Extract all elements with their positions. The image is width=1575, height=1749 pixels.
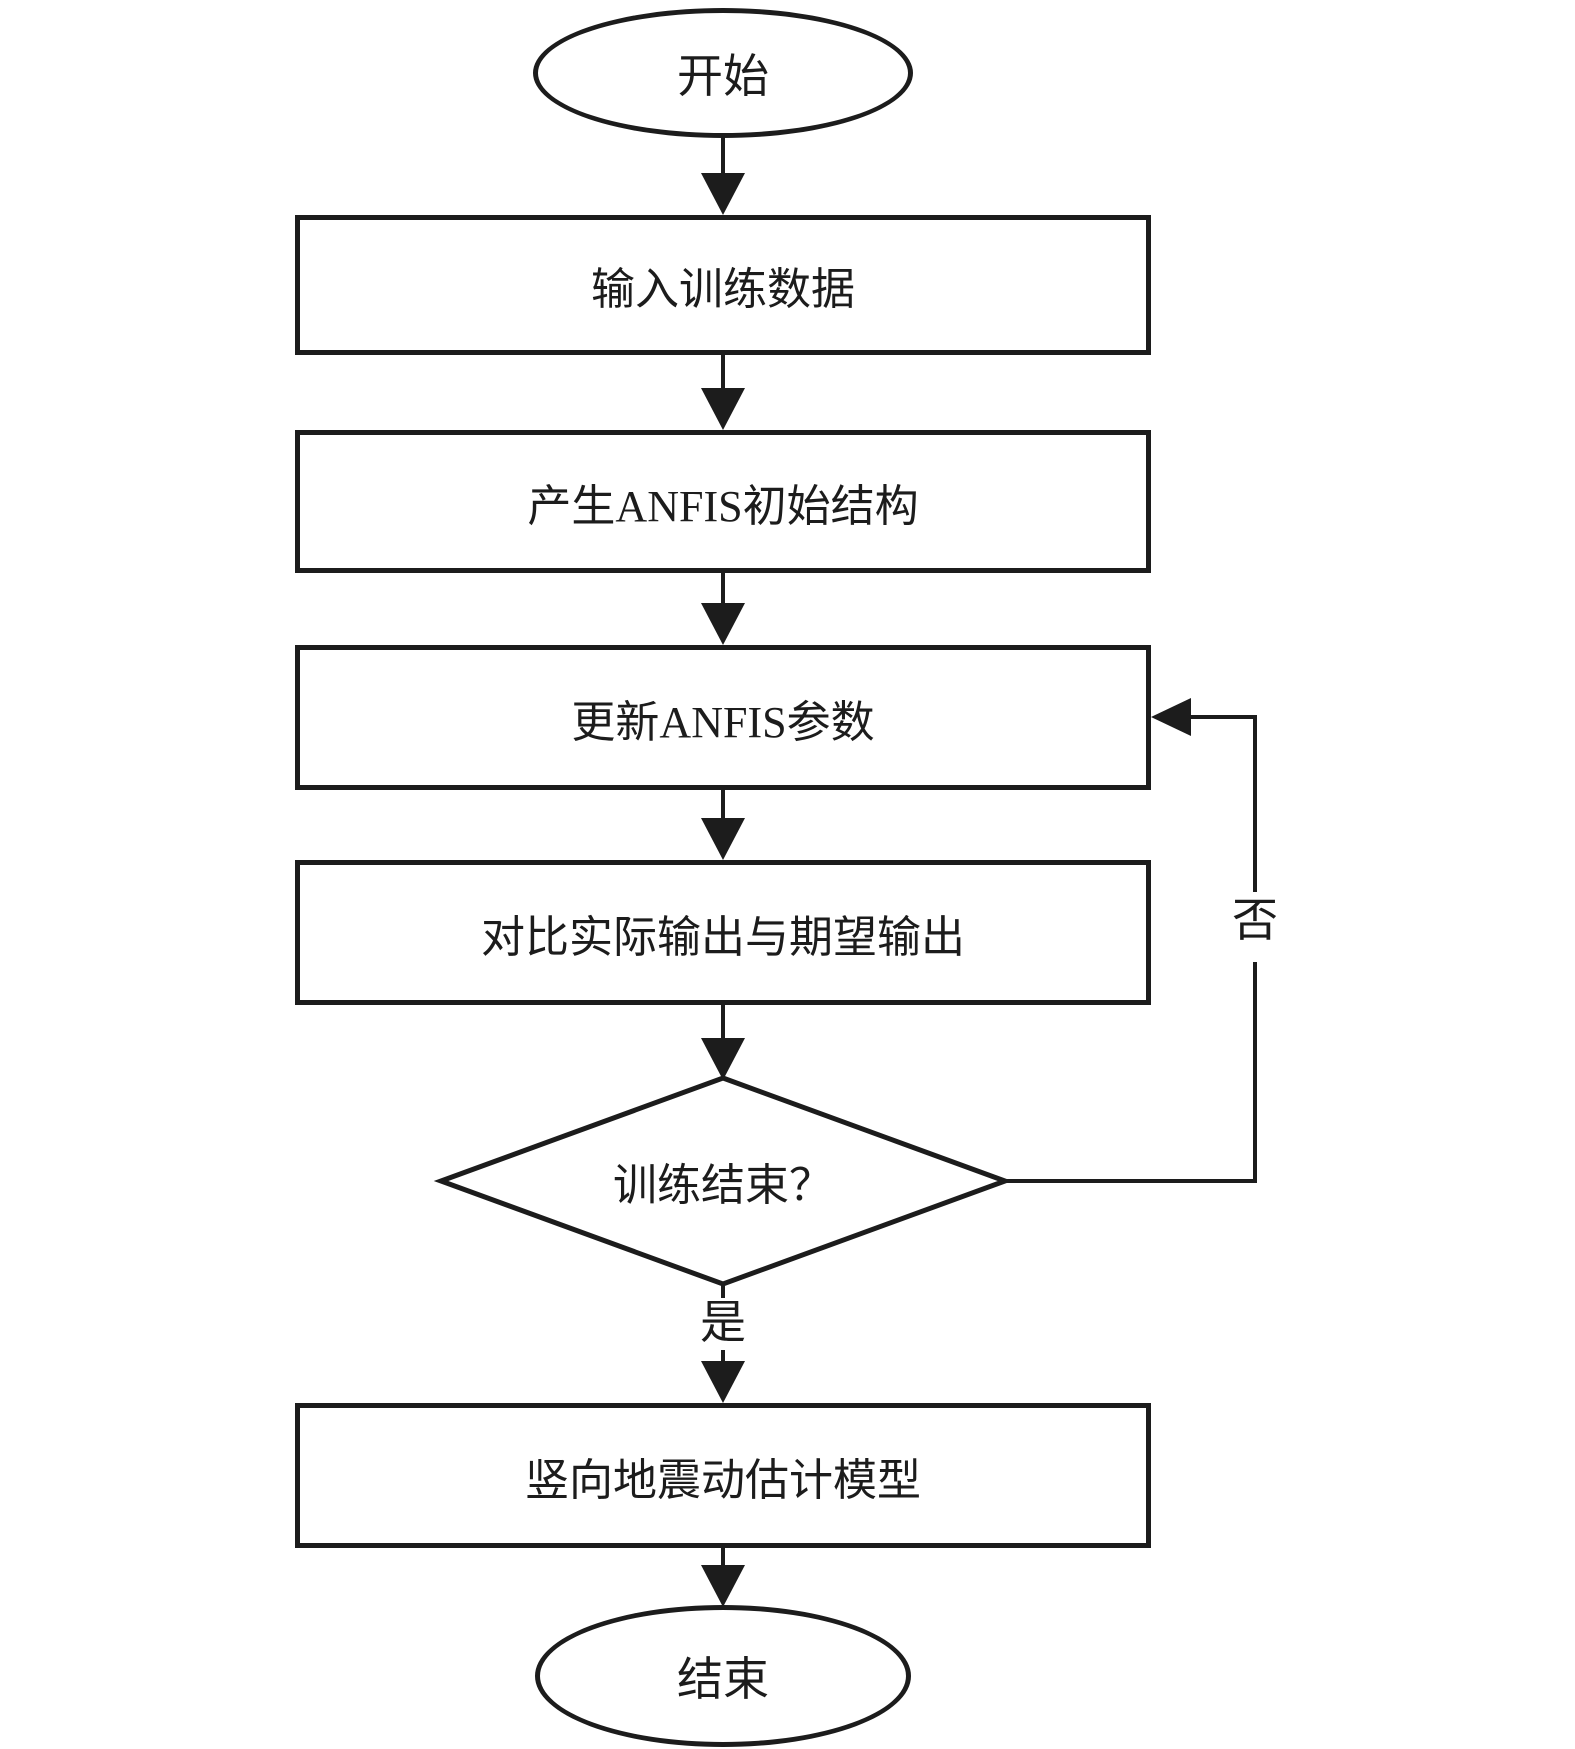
- feedback-line-top: [1189, 715, 1257, 719]
- feedback-line-bottom: [1001, 1179, 1257, 1183]
- process-generate-anfis-structure: 产生ANFIS初始结构: [295, 430, 1151, 573]
- flow-line: [721, 1548, 725, 1568]
- feedback-line-vertical-upper: [1253, 715, 1257, 892]
- process-label: 竖向地震动估计模型: [525, 1455, 921, 1505]
- arrow-down-icon: [701, 603, 745, 645]
- end-label: 结束: [677, 1654, 769, 1705]
- arrow-down-icon: [701, 388, 745, 430]
- no-edge-label: 否: [1225, 895, 1285, 947]
- yes-edge-label: 是: [693, 1297, 753, 1349]
- flow-line: [721, 573, 725, 606]
- arrow-down-icon: [701, 1038, 745, 1080]
- process-compare-outputs: 对比实际输出与期望输出: [295, 860, 1151, 1005]
- process-label: 输入训练数据: [591, 265, 855, 314]
- start-terminator: 开始: [533, 8, 913, 138]
- flow-line: [721, 355, 725, 391]
- flow-line: [721, 1282, 725, 1305]
- arrow-down-icon: [701, 1361, 745, 1403]
- flow-line: [721, 790, 725, 821]
- flow-line: [721, 136, 725, 180]
- process-input-training-data: 输入训练数据: [295, 215, 1151, 355]
- process-vertical-ground-motion-model: 竖向地震动估计模型: [295, 1403, 1151, 1548]
- end-terminator: 结束: [535, 1605, 911, 1747]
- process-label: 产生ANFIS初始结构: [527, 481, 919, 531]
- arrow-down-icon: [701, 1565, 745, 1607]
- process-update-anfis-parameters: 更新ANFIS参数: [295, 645, 1151, 790]
- arrow-down-icon: [701, 173, 745, 215]
- process-label: 更新ANFIS参数: [571, 697, 875, 747]
- feedback-line-vertical-lower: [1253, 962, 1257, 1183]
- flow-line: [721, 1005, 725, 1041]
- process-label: 对比实际输出与期望输出: [481, 912, 965, 962]
- arrow-left-icon: [1151, 698, 1191, 736]
- start-label: 开始: [677, 51, 769, 102]
- decision-label: 训练结束？: [613, 1161, 833, 1210]
- flow-line: [721, 1350, 725, 1364]
- arrow-down-icon: [701, 818, 745, 860]
